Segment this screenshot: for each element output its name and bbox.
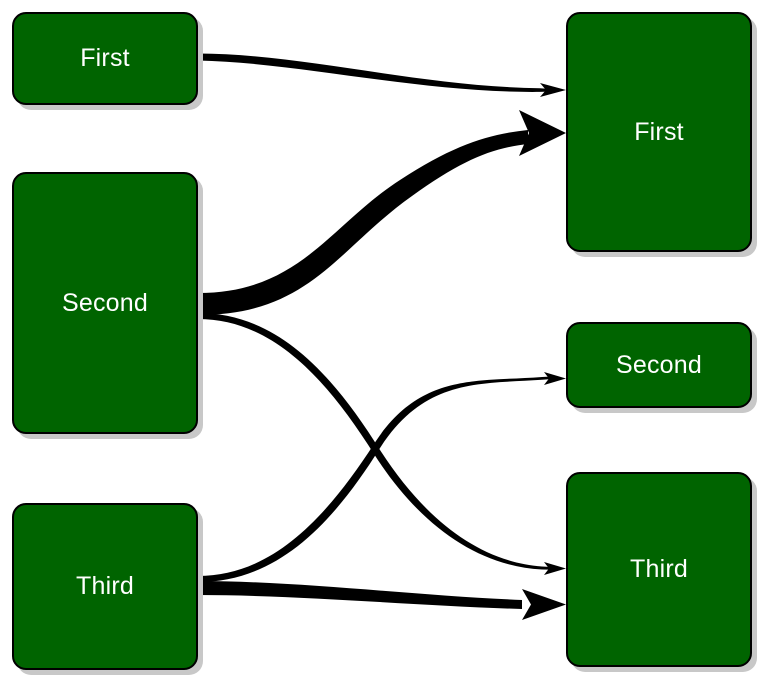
edge-left-second-to-right-first[interactable] [198, 110, 566, 315]
edge-arrowhead [519, 110, 566, 156]
edge-ribbon [198, 130, 528, 315]
edge-left-first-to-right-first[interactable] [198, 53, 566, 98]
node-right-second[interactable]: Second [566, 322, 752, 408]
edge-arrowhead [544, 372, 566, 385]
node-label: Second [616, 350, 702, 379]
node-right-first[interactable]: First [566, 12, 752, 252]
edge-ribbon [198, 53, 556, 92]
node-label: Third [76, 572, 134, 600]
edge-arrowhead [544, 562, 566, 575]
node-label: Third [630, 555, 688, 583]
node-label: First [634, 117, 684, 146]
node-left-first[interactable]: First [12, 12, 198, 105]
edge-arrowhead [522, 589, 566, 620]
node-left-third[interactable]: Third [12, 503, 198, 670]
node-right-third[interactable]: Third [566, 472, 752, 667]
node-left-second[interactable]: Second [12, 172, 198, 434]
edge-arrowhead [540, 83, 566, 97]
edge-left-third-to-right-third[interactable] [198, 581, 566, 620]
edge-ribbon [198, 581, 522, 609]
node-label: Second [62, 288, 148, 317]
edge-left-third-to-right-second[interactable] [198, 372, 566, 582]
node-label: First [80, 44, 130, 72]
edge-left-second-to-right-third[interactable] [198, 313, 566, 575]
edge-ribbon [198, 376, 556, 582]
